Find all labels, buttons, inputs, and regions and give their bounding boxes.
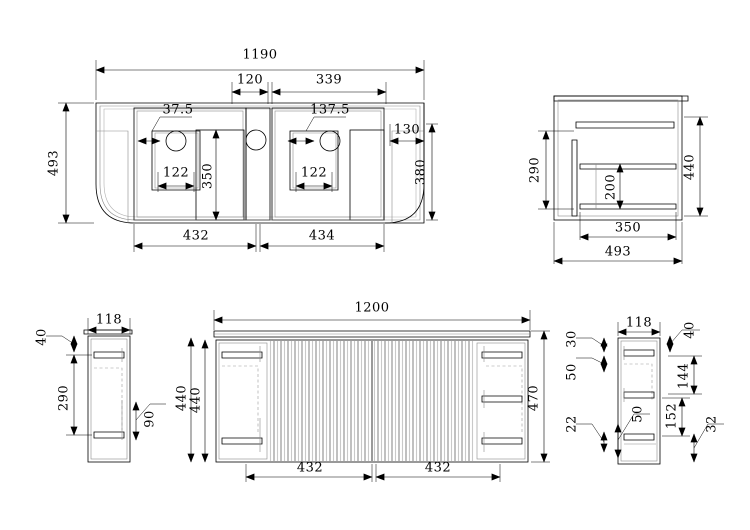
right-tap-hole [319,130,341,152]
detail-hidden-upper [624,363,653,400]
side-carcass-outline [553,95,683,221]
dim-plan-left-offset: 37.5 [163,103,194,118]
front-right-drawer-top [481,351,523,359]
side-lower-shelf [579,203,677,210]
detail-carcass [617,337,661,465]
side-carcass-inner [557,99,679,217]
side-upper-shelf [575,121,675,129]
dim-detail-lower-drawer: 152 [665,403,680,429]
left-endcap-line [96,130,129,223]
front-left-drawer-bank [218,342,268,460]
front-worktop [213,330,531,338]
front-left-drawer-top [221,351,263,359]
left-bay-carcass-inner [136,110,244,218]
front-right-drawer-bottom [481,437,523,445]
vanity-top-right-round [384,103,425,224]
dim-side-inner-depth: 350 [615,221,641,236]
dim-detail-inner-drawer: 50 [631,405,646,423]
left-section-hidden-drawer [94,367,123,430]
dim-side-carcass-height: 440 [683,154,698,180]
dim-side-overall-depth: 493 [605,245,631,260]
dim-plan-centre-gap: 120 [237,73,263,88]
dim-detail-top-gap: 30 [565,330,580,348]
left-section-lower-runner [93,431,125,439]
right-basin-cutout [289,130,339,191]
dim-plan-right-offset: 137.5 [310,103,350,118]
left-tap-hole [165,130,187,152]
dim-plan-depth-inner: 350 [201,163,216,189]
dim-front-total-height: 470 [527,385,542,411]
view-right-side-section: 290 200 440 350 493 [528,95,708,265]
left-section-carcass [87,335,131,463]
dim-side-drawer-height: 290 [528,157,543,183]
front-right-drawer-mid [481,395,523,403]
dim-front-cabinet-height: 440 [189,387,204,413]
dim-detail-upper-drawer: 144 [677,363,692,389]
dim-plan-left-bay: 432 [183,229,209,244]
left-basin-cutout [151,130,201,191]
dim-detail-panel-width: 118 [626,316,652,331]
dim-left-drawer-opening: 290 [57,385,72,411]
side-mid-shelf [579,163,677,170]
front-fluted-door-left[interactable] [269,341,371,461]
dim-plan-left-inner: 122 [163,166,189,181]
side-vertical-divider [571,139,578,217]
right-basin-cutout-inner [292,132,337,189]
centre-tap-hole [245,129,267,151]
dim-front-overall-width: 1200 [354,301,389,316]
left-section-carcass-inner [90,338,128,460]
dim-side-inner-drawer: 200 [604,174,619,200]
dim-detail-bottom-gap: 22 [565,415,580,433]
dim-plan-right-inner: 122 [301,166,327,181]
detail-lower-runner [623,433,655,441]
dim-left-overall-height: 440 [175,385,190,411]
dim-plan-overall-depth: 493 [47,150,62,176]
left-basin-cutout-inner [154,132,199,189]
dim-left-top-offset: 40 [35,328,50,346]
view-right-detail-section: 118 30 50 22 50 40 144 152 32 [565,316,724,465]
front-right-drawer-bank [476,342,526,460]
right-endcap-line [391,130,424,223]
front-left-drawer-hidden [222,365,259,432]
dim-plan-overall-width: 1190 [242,48,277,63]
detail-carcass-inner [620,340,658,462]
dim-front-left-door: 432 [297,461,323,476]
dim-detail-base-offset: 32 [705,415,720,433]
front-left-drawer-bottom [221,437,263,445]
dim-plan-right-end-offset: 130 [394,123,420,138]
front-right-drawer-hidden [486,365,523,432]
right-bay-carcass-inner [274,110,382,218]
view-left-side-section: 118 40 290 90 440 [35,313,195,463]
dim-plan-right-segment: 339 [316,73,342,88]
dim-detail-drawer-gap: 50 [565,363,580,381]
view-top-plan: 1190 120 339 37.5 137.5 122 122 350 [47,48,438,252]
left-section-upper-runner [93,351,125,359]
vanity-top-outline [95,102,425,224]
dim-plan-carcass-depth: 380 [414,159,429,185]
front-carcass [215,339,529,463]
dim-left-bottom-offset: 90 [143,410,158,428]
dim-plan-right-bay: 434 [309,229,335,244]
view-front-elevation: 1200 440 470 432 432 [189,301,550,482]
front-fluted-door-right[interactable] [373,341,475,461]
dim-left-panel-width: 118 [96,313,122,328]
dim-front-right-door: 432 [425,461,451,476]
dim-detail-top-offset: 40 [683,321,698,339]
